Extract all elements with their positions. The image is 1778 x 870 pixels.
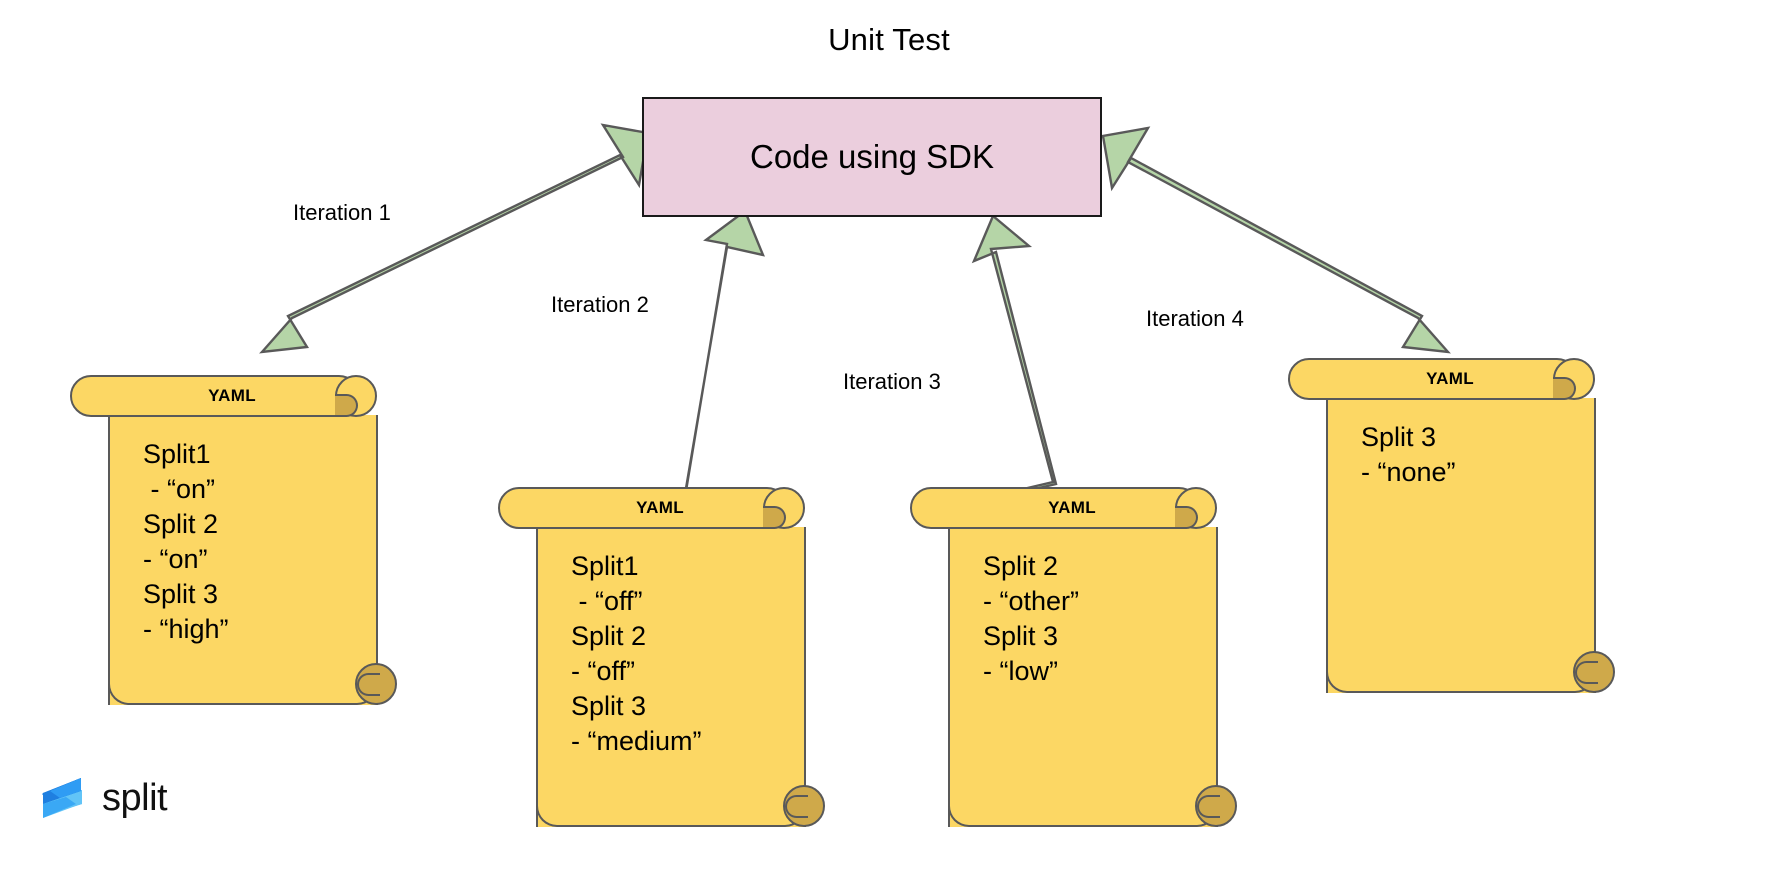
yaml-document-1: YAML Split1 - “on” Split 2 - “on” Split …: [70, 375, 397, 745]
iteration-1-label: Iteration 1: [293, 200, 391, 225]
yaml-document-2: YAML Split1 - “off” Split 2 - “off” Spli…: [498, 487, 825, 870]
code-using-sdk-box: Code using SDK: [642, 97, 1102, 217]
yaml-document-4-top-curl-inner-icon: [1553, 377, 1576, 400]
yaml-document-1-content: Split1 - “on” Split 2 - “on” Split 3 - “…: [143, 439, 229, 644]
diagram-title: Unit Test: [828, 22, 950, 57]
yaml-document-3-top-curl-inner-icon: [1175, 506, 1198, 529]
yaml-document-2-footer: [536, 785, 806, 827]
yaml-document-2-header: YAML: [498, 487, 788, 529]
iteration-4-label: Iteration 4: [1146, 306, 1244, 331]
yaml-document-1-header: YAML: [70, 375, 360, 417]
yaml-document-2-body: [536, 527, 806, 827]
yaml-document-4: YAML Split 3 - “none”: [1288, 358, 1615, 733]
yaml-document-1-bottom-curl-inner-icon: [357, 673, 380, 696]
yaml-document-4-header-label: YAML: [1426, 369, 1474, 388]
yaml-document-1-footer: [108, 663, 378, 705]
yaml-document-3-content: Split 2 - “other” Split 3 - “low”: [983, 551, 1080, 686]
yaml-document-3-body: [948, 527, 1218, 827]
yaml-document-4-content: Split 3 - “none”: [1361, 422, 1456, 487]
yaml-document-4-bottom-curl-inner-icon: [1575, 661, 1598, 684]
yaml-document-1-header-label: YAML: [208, 386, 256, 405]
yaml-document-4-body: [1326, 398, 1596, 693]
yaml-document-3-header-label: YAML: [1048, 498, 1096, 517]
split-logo-mark-icon: [42, 778, 82, 818]
arrow-iteration-2: [646, 209, 765, 514]
arrow-iteration-3: [971, 214, 1058, 494]
split-logo-wordmark: split: [102, 776, 168, 819]
yaml-document-1-top-curl-inner-icon: [335, 394, 358, 417]
iteration-2-label: Iteration 2: [551, 292, 649, 317]
yaml-document-2-bottom-curl-inner-icon: [785, 795, 808, 818]
code-using-sdk-label: Code using SDK: [750, 138, 994, 175]
yaml-document-4-header: YAML: [1288, 358, 1578, 400]
yaml-document-2-top-curl-inner-icon: [763, 506, 786, 529]
yaml-document-1-body: [108, 415, 378, 705]
yaml-document-2-content: Split1 - “off” Split 2 - “off” Split 3 -…: [571, 551, 702, 756]
yaml-document-3-footer: [948, 785, 1218, 827]
yaml-document-3: YAML Split 2 - “other” Split 3 - “low”: [910, 487, 1237, 870]
yaml-document-4-footer: [1326, 651, 1596, 693]
yaml-document-3-header: YAML: [910, 487, 1200, 529]
iteration-3-label: Iteration 3: [843, 369, 941, 394]
split-logo: split: [36, 772, 168, 824]
yaml-document-2-header-label: YAML: [636, 498, 684, 517]
yaml-document-3-bottom-curl-inner-icon: [1197, 795, 1220, 818]
